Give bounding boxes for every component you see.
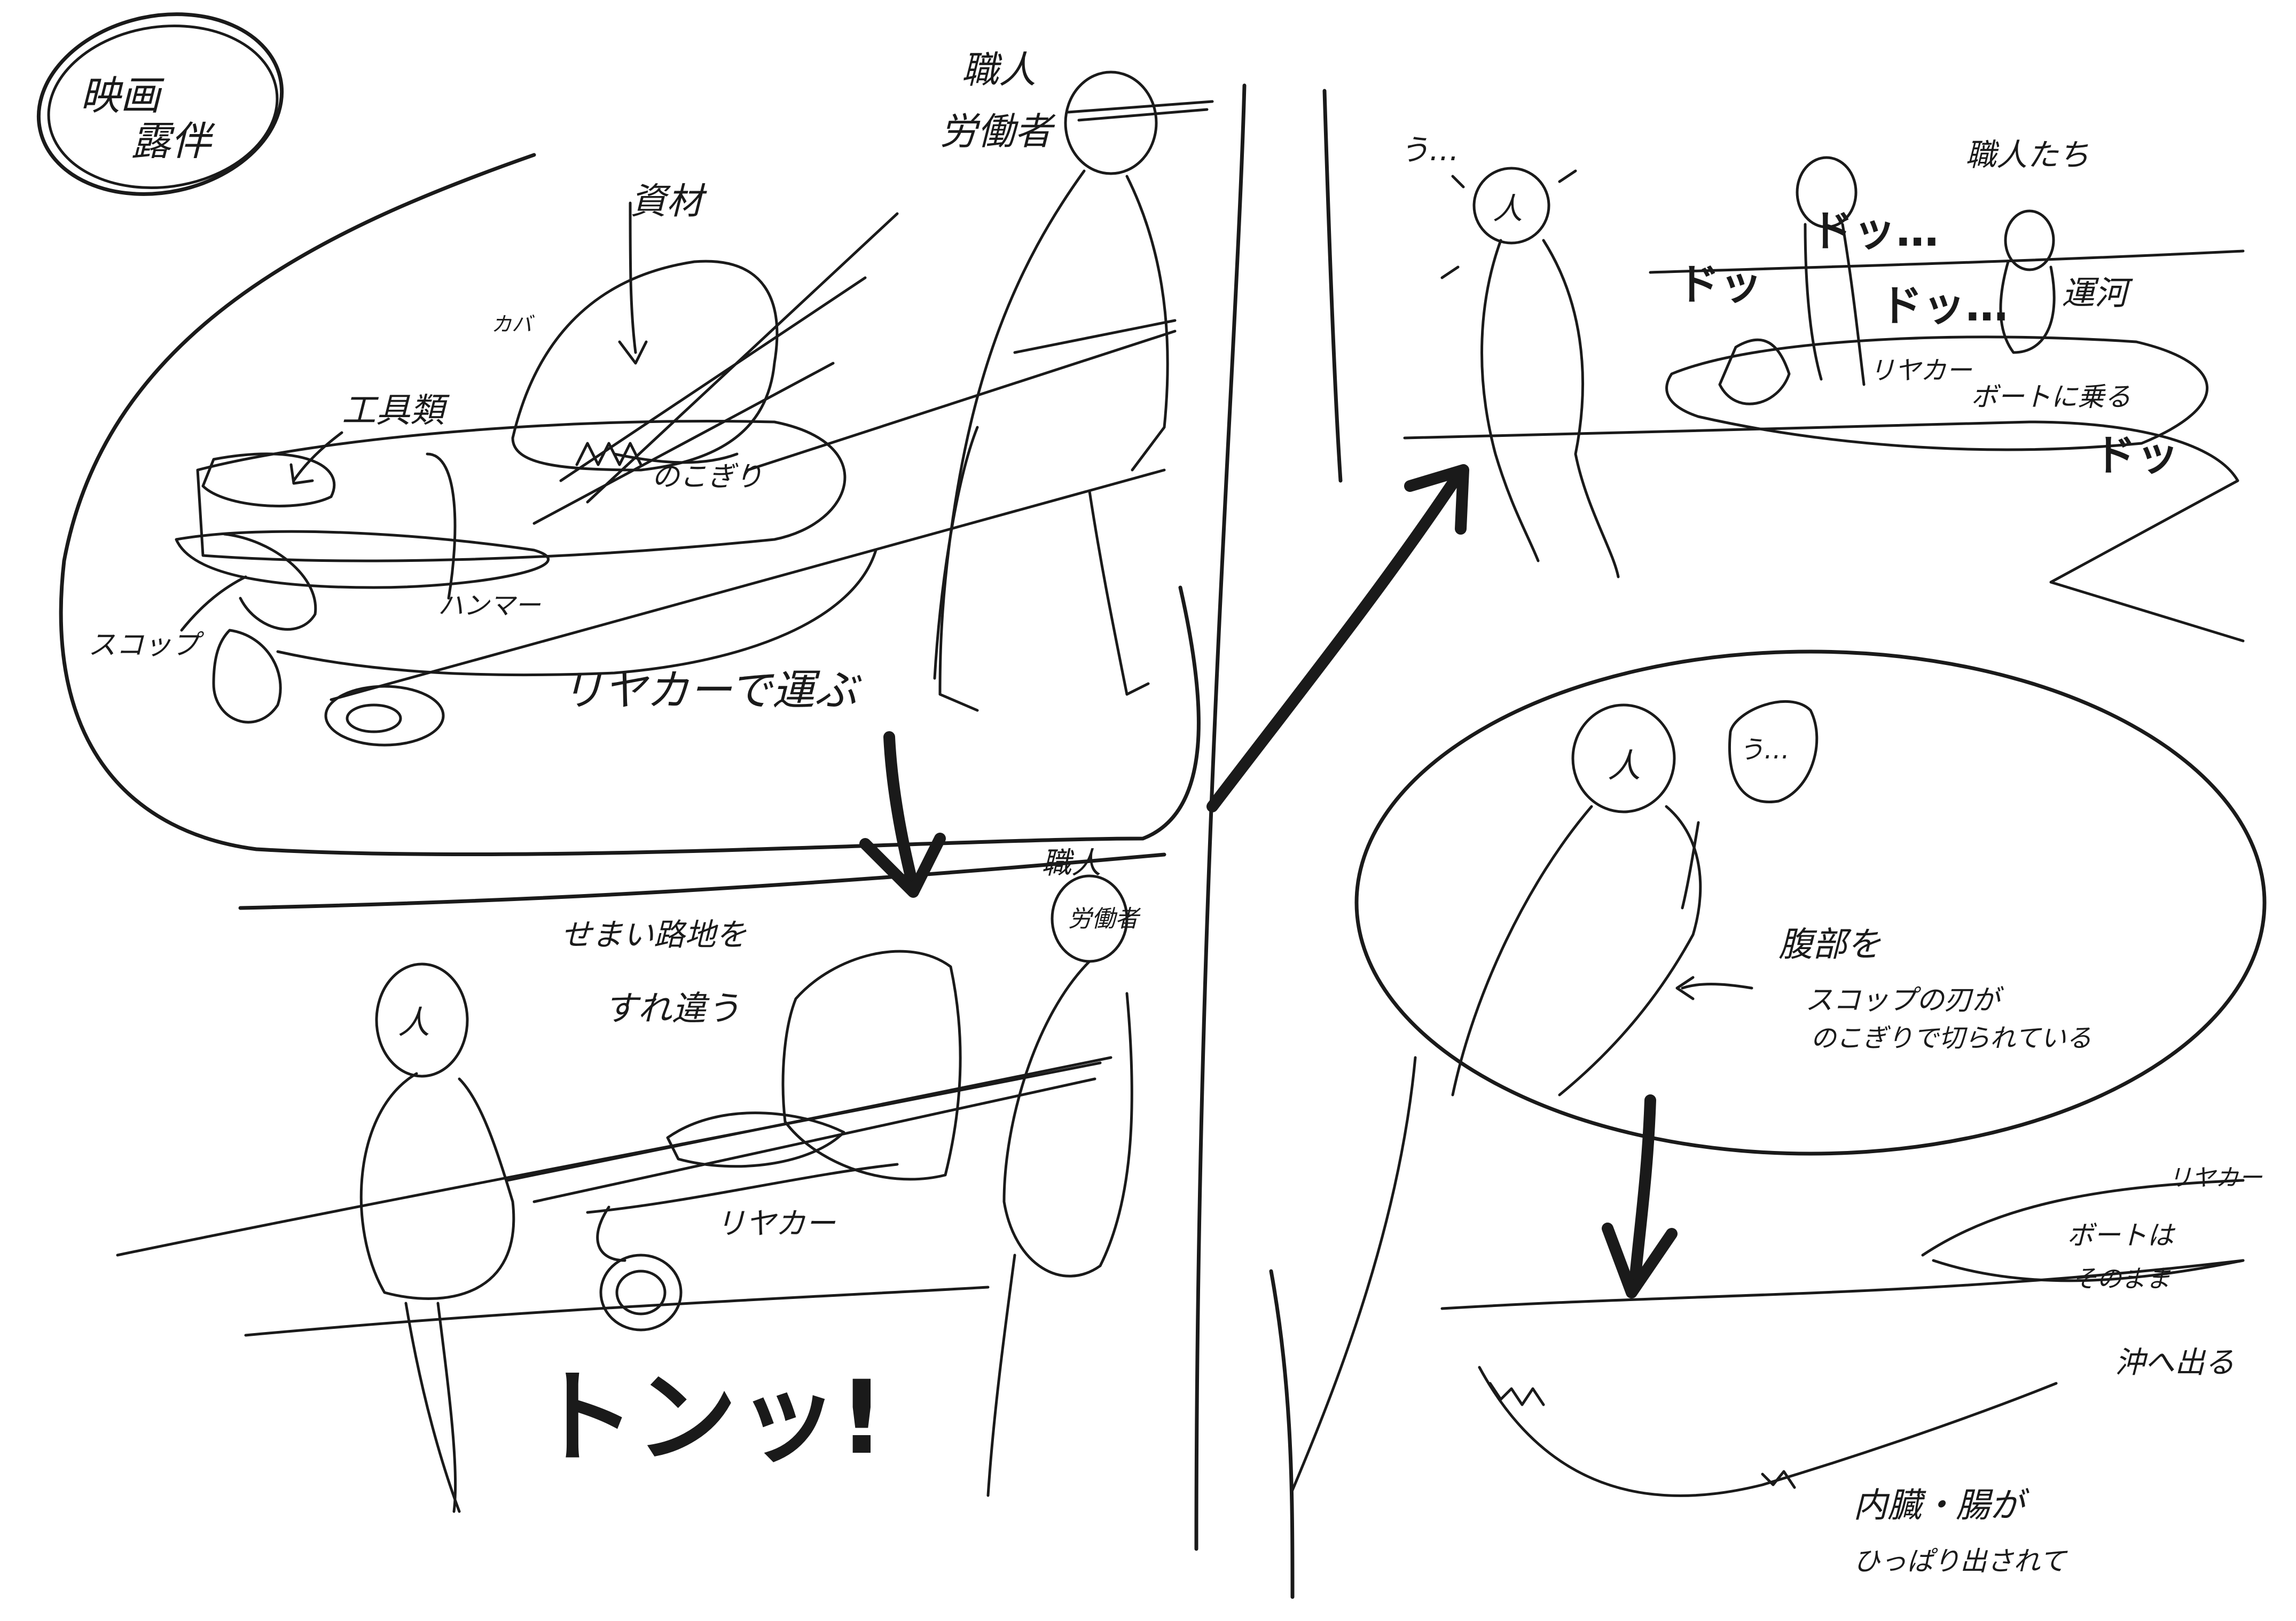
boat-label-4a: ボートは: [2067, 1220, 2176, 1251]
person-label-3: 人: [1493, 192, 1523, 226]
boat-label-3: ボートに乗る: [1971, 381, 2131, 412]
panel-dividers: [238, 83, 1343, 1599]
title-stamp: 映画 露伴: [36, 12, 284, 196]
arrow-down-1: [883, 731, 919, 892]
hammer-label: ハンマー: [438, 591, 541, 621]
materials-arrow: [618, 201, 648, 365]
gasp-label-3: う…: [1399, 133, 1459, 168]
pass-label-2: すれ違う: [604, 989, 740, 1029]
arrow-down-2: [1628, 1094, 1656, 1293]
closeup-oval: [1354, 649, 2267, 1156]
worker-figure-2: [986, 874, 1133, 1497]
organs-label-1: 内臓・腸が: [1853, 1486, 2029, 1525]
sfx-label-2: トンッ!: [534, 1359, 885, 1477]
worker2-label-2: 労働者: [1068, 905, 1141, 933]
organs-label-2: ひっぱり出されて: [1853, 1546, 2068, 1577]
person-figure-3: [1440, 167, 1620, 578]
craftsmen-label: 職人たち: [1965, 137, 2089, 173]
scoop-label: スコップ: [88, 629, 205, 661]
offshore-label: 沖へ出る: [2115, 1345, 2235, 1380]
left-edge-strokes: [1291, 1056, 1417, 1492]
canal-label: 運河: [2062, 273, 2133, 312]
arrow-up-right: [1206, 469, 1464, 812]
cover-label: カバ: [491, 312, 535, 336]
sfx-label-3d: ドッ: [2094, 430, 2179, 480]
scoop-arrow: [180, 575, 247, 632]
canal-bank: [1403, 420, 2245, 643]
title-line2: 露伴: [131, 118, 215, 165]
tools-arrow: [289, 431, 343, 485]
cart-label-3: リヤカー: [1869, 356, 1972, 386]
note-label-2: スコップの刃が: [1805, 984, 2004, 1016]
sfx-label-3b: ドッ…: [1811, 206, 1939, 256]
boat-label-4b: そのまま: [2072, 1264, 2171, 1293]
alley-line-1: [116, 1061, 1102, 1257]
panel-2: せまい路地を すれ違う 人 職人 労働者 リヤカー トンッ!: [116, 846, 1141, 1513]
person-label-2: 人: [398, 1004, 430, 1041]
gasp-label-4: う…: [1738, 735, 1790, 765]
worker2-label-1: 職人: [1041, 846, 1101, 881]
ground-line-4: [1440, 1259, 2245, 1310]
pass-label-1: せまい路地を: [561, 917, 747, 953]
flow-arrows: [859, 464, 1678, 1298]
note-arrow-4: [1675, 976, 1753, 1000]
title-line1: 映画: [80, 72, 164, 119]
sfx-label-3a: ドッ: [1677, 260, 1762, 309]
canal-horizon: [1649, 249, 2245, 274]
speech-bubble-4: [1728, 700, 1819, 803]
person-figure-2: [359, 962, 515, 1513]
person-label-4: 人: [1608, 746, 1641, 785]
sfx-label-3c: ドッ…: [1880, 281, 2008, 331]
worker-label-1: 職人: [961, 48, 1036, 92]
worker-label-2: 労働者: [940, 109, 1056, 153]
panel-4: 人 う… 腹部を スコップの刃が のこぎりで切られている リヤカー ボートは そ…: [1291, 649, 2267, 1577]
boat-sketch-4: [1921, 1179, 2245, 1282]
alley-line-2: [244, 1286, 990, 1337]
panel-1: 職人 労働者 資材 カバ 工具類 のこぎり スコップ ハンマー リヤカーで運ぶ: [59, 48, 1214, 857]
cart-sketch: [175, 212, 1177, 747]
tools-label: 工具類: [342, 391, 450, 430]
cart-label-4: リヤカー: [2168, 1164, 2263, 1192]
intestine-line: [1478, 1366, 2058, 1497]
person-figure-4: [1451, 703, 1702, 1097]
note-label-1: 腹部を: [1778, 925, 1881, 965]
materials-label: 資材: [630, 181, 707, 223]
boat-sketch: [1665, 156, 2209, 451]
cart-sketch-2: [506, 950, 1112, 1332]
cart-label-2: リヤカー: [716, 1207, 836, 1241]
note-label-3: のこぎりで切られている: [1811, 1023, 2092, 1053]
worker-figure: [933, 71, 1214, 712]
carry-label: リヤカーで運ぶ: [561, 665, 862, 715]
saw-label: のこぎり: [652, 461, 763, 493]
panel-3: う… 人 職人たち 運河 リヤカー ボートに乗る ドッ ドッ… ドッ… ドッ: [1399, 133, 2245, 643]
panel-1-frame: [59, 153, 1201, 857]
